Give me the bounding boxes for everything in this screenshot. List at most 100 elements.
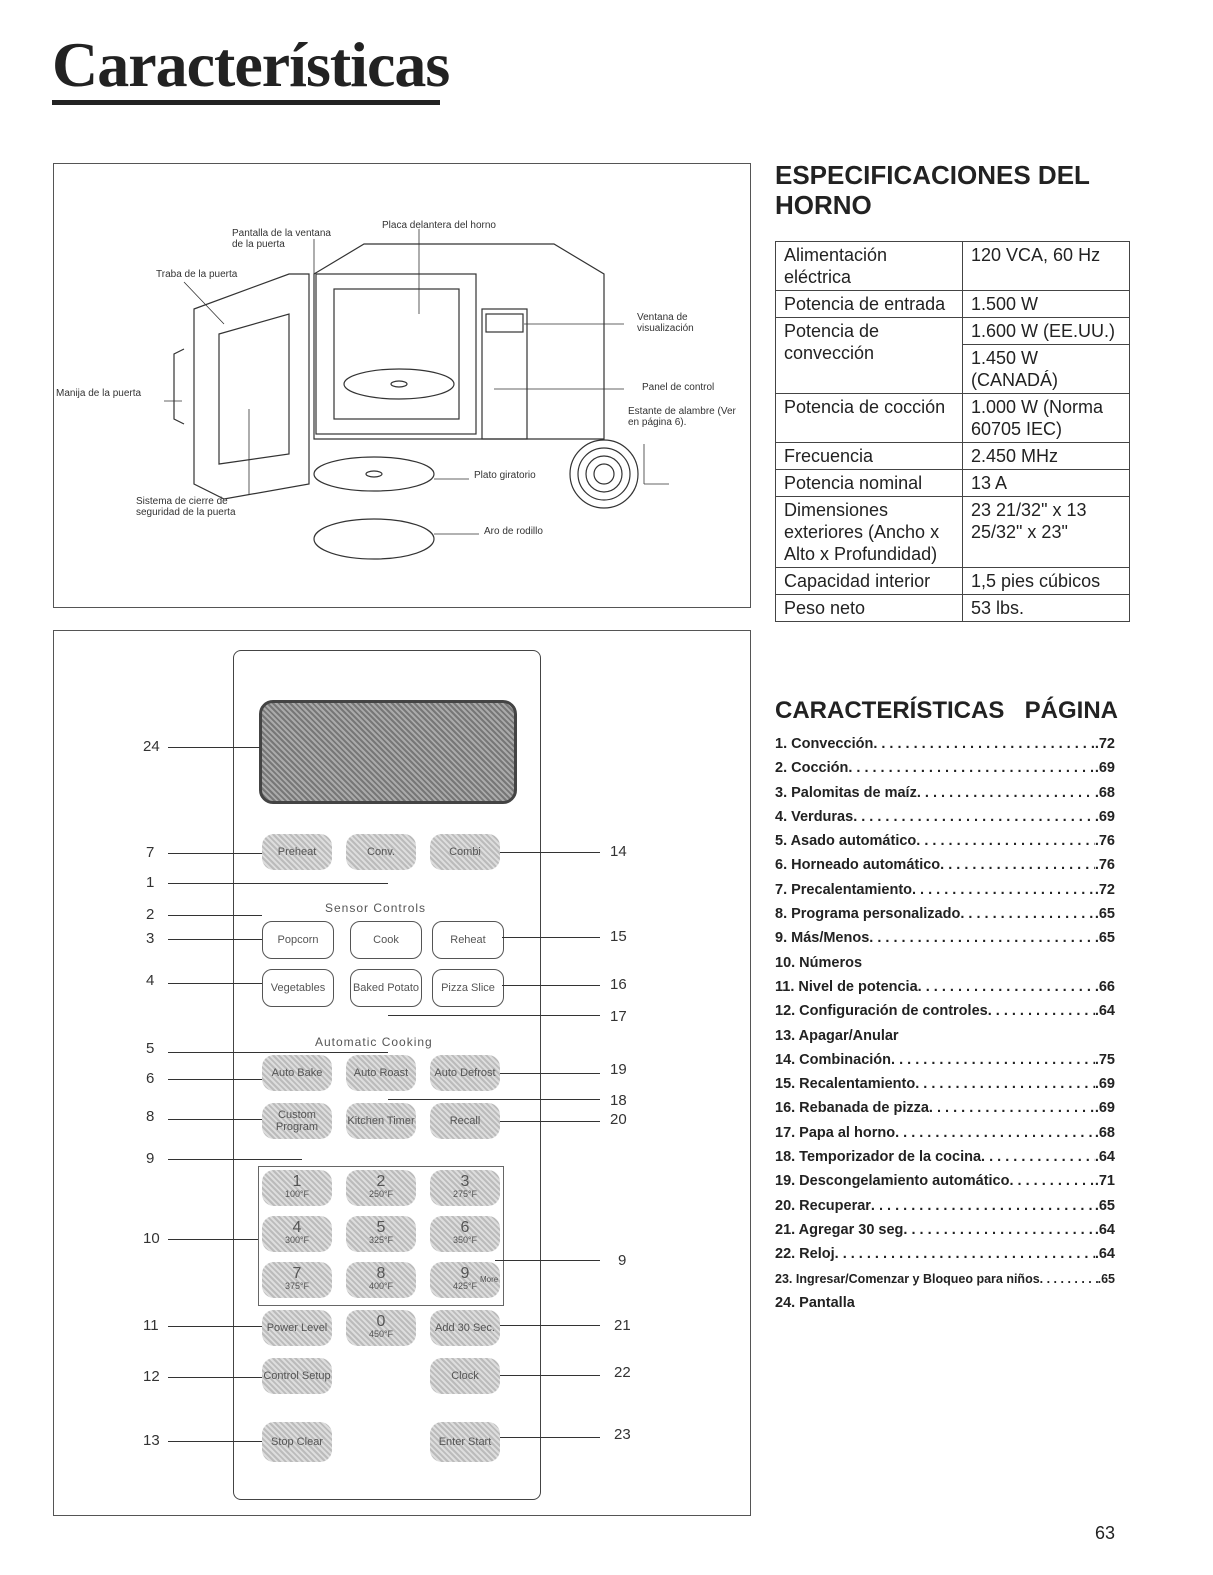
feature-page: .64: [1094, 1149, 1115, 1166]
list-item: 15. Recalentamiento.69: [775, 1072, 1115, 1096]
callout-9-left: 9: [146, 1150, 155, 1167]
list-item: 4. Verduras.69: [775, 805, 1115, 829]
list-item: 21. Agregar 30 seg .64: [775, 1218, 1115, 1242]
callout-line: [168, 1377, 262, 1378]
callout-21: 21: [614, 1317, 631, 1334]
spec-value-canada: 1.450 W (CANADÁ): [971, 348, 1059, 390]
callout-line: [168, 1159, 302, 1160]
combi-button[interactable]: Combi: [430, 834, 500, 870]
callout-line: [495, 1260, 600, 1261]
feature-name: 13. Apagar/Anular: [775, 1027, 899, 1044]
list-item: 13. Apagar/Anular: [775, 1024, 1115, 1048]
label-sistema: Sistema de cierre de seguridad de la pue…: [136, 496, 236, 518]
feature-name: 21. Agregar 30 seg: [775, 1221, 904, 1238]
key-8-temp: 400°F: [368, 1281, 394, 1291]
label-estante: Estante de alambre (Ver en página 6).: [628, 406, 736, 428]
add-30-sec-button[interactable]: Add 30 Sec.: [430, 1310, 500, 1346]
list-item: 23. Ingresar/Comenzar y Bloqueo para niñ…: [775, 1267, 1115, 1291]
callout-4: 4: [146, 972, 155, 989]
spec-value: 1,5 pies cúbicos: [962, 567, 1130, 595]
callout-line: [168, 1079, 262, 1080]
feature-name: 15. Recalentamiento: [775, 1076, 916, 1093]
callout-7: 7: [146, 844, 155, 861]
list-item: 19. Descongelamiento automático.71: [775, 1169, 1115, 1193]
callout-line: [500, 1073, 600, 1074]
kitchen-timer-button[interactable]: Kitchen Timer: [346, 1103, 416, 1139]
feature-page: .64: [1094, 1246, 1115, 1263]
enter-start-button[interactable]: Enter Start: [430, 1422, 500, 1462]
feature-name: 1. Convección: [775, 736, 874, 752]
spec-value: 120 VCA, 60 Hz: [962, 241, 1130, 291]
spec-key: Frecuencia: [775, 442, 963, 470]
list-item: 18. Temporizador de la cocina.64: [775, 1145, 1115, 1169]
spec-key: Potencia de entrada: [775, 290, 963, 318]
conv-button[interactable]: Conv.: [346, 834, 416, 870]
clock-button[interactable]: Clock: [430, 1358, 500, 1394]
feature-page: .71: [1094, 1173, 1115, 1190]
callout-line: [168, 1441, 262, 1442]
cook-button[interactable]: Cook: [350, 921, 422, 959]
label-panel: Panel de control: [642, 382, 715, 393]
feature-name: 9. Más/Menos: [775, 930, 870, 947]
callout-23: 23: [614, 1426, 631, 1443]
baked-potato-button[interactable]: Baked Potato: [350, 969, 422, 1007]
callout-8: 8: [146, 1108, 155, 1125]
feature-name: 10. Números: [775, 954, 863, 971]
list-item: 11. Nivel de potencia.66: [775, 975, 1115, 999]
label-pantalla: Pantalla de la ventana de la puerta: [232, 228, 331, 250]
feature-name: 12. Configuración de controles: [775, 1003, 988, 1020]
features-heading-left: CARACTERÍSTICAS: [775, 697, 1005, 724]
control-setup-button[interactable]: Control Setup: [262, 1358, 332, 1394]
callout-19: 19: [610, 1061, 627, 1078]
power-level-button[interactable]: Power Level: [262, 1310, 332, 1346]
callout-line: [502, 985, 600, 986]
callout-15: 15: [610, 928, 627, 945]
feature-page: .72: [1094, 736, 1115, 752]
key-1-temp: 100°F: [284, 1189, 310, 1199]
vegetables-button[interactable]: Vegetables: [262, 969, 334, 1007]
auto-bake-button[interactable]: Auto Bake: [262, 1055, 332, 1091]
callout-9-right: 9: [618, 1252, 627, 1269]
label-ventana: Ventana de visualización: [637, 312, 694, 334]
list-item: 1. Convección .72: [775, 732, 1115, 756]
more-label: More: [480, 1275, 499, 1284]
specs-heading: ESPECIFICACIONES DEL HORNO: [775, 160, 1090, 220]
callout-line: [168, 1052, 388, 1053]
oven-illustration: [164, 229, 669, 560]
callout-line: [502, 937, 600, 938]
feature-name: 20. Recuperar: [775, 1197, 871, 1214]
feature-name: 14. Combinación: [775, 1051, 892, 1068]
preheat-button[interactable]: Preheat: [262, 834, 332, 870]
stop-clear-button[interactable]: Stop Clear: [262, 1422, 332, 1462]
feature-name: 4. Verduras: [775, 808, 854, 825]
spec-key: Peso neto: [775, 594, 963, 622]
recall-button[interactable]: Recall: [430, 1103, 500, 1139]
feature-page: .69: [1094, 760, 1115, 777]
custom-program-button[interactable]: Custom Program: [262, 1103, 332, 1139]
list-item: 24. Pantalla: [775, 1291, 1115, 1315]
feature-page: .64: [1094, 1221, 1115, 1238]
label-plato: Plato giratorio: [474, 470, 536, 481]
number-keypad: [258, 1166, 504, 1306]
reheat-button[interactable]: Reheat: [432, 921, 504, 959]
sensor-controls-title: Sensor Controls: [325, 901, 427, 915]
auto-defrost-button[interactable]: Auto Defrost: [430, 1055, 500, 1091]
callout-2: 2: [146, 906, 155, 923]
popcorn-button[interactable]: Popcorn: [262, 921, 334, 959]
pizza-slice-button[interactable]: Pizza Slice: [432, 969, 504, 1007]
auto-roast-button[interactable]: Auto Roast: [346, 1055, 416, 1091]
callout-line: [168, 1239, 258, 1240]
spec-key: Capacidad interior: [775, 567, 963, 595]
